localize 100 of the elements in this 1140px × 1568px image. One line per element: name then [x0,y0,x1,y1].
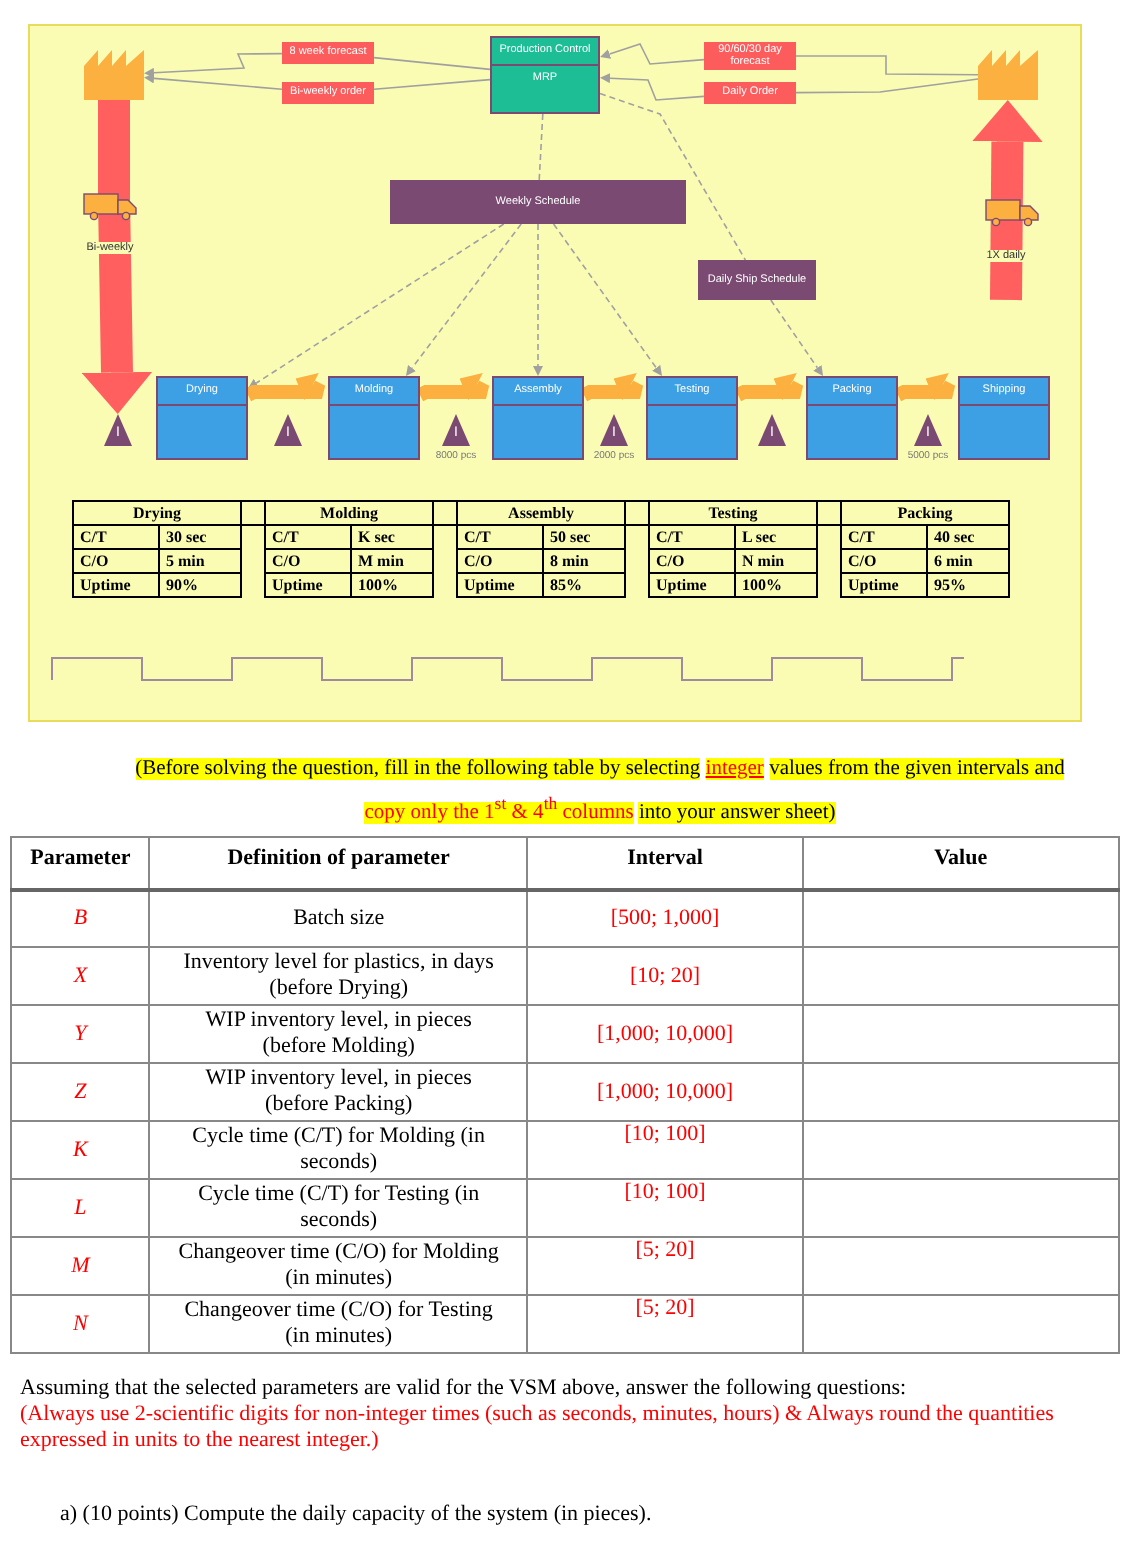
block-arrow [580,373,647,402]
column-header: Definition of parameter [149,837,528,889]
column-header: Drying [73,501,241,525]
control-box [490,36,600,114]
info-box [282,82,374,104]
column-header: Assembly [457,501,625,525]
inventory-triangle [442,414,470,446]
interval-value: [5; 20] [527,1295,803,1353]
table-cell: C/T [73,525,159,549]
column-header: Testing [649,501,817,525]
table-cell: C/T [265,525,351,549]
interval-value: [1,000; 10,000] [527,1063,803,1121]
table-cell: C/O [649,549,735,573]
parameter-symbol: L [11,1179,150,1237]
info-line [144,52,283,78]
table-cell: C/T [841,525,927,549]
dashed-arrow [405,223,522,376]
table-cell: 100% [351,573,433,597]
info-line [600,43,705,65]
table-cell: 5 min [159,549,241,573]
table-cell: 85% [543,573,625,597]
parameter-symbol: Y [11,1005,150,1063]
table-cell: 95% [927,573,1009,597]
process-box [492,376,584,460]
question-text: a) (10 points) Compute the daily capacity of the system (in pieces). [60,1502,654,1528]
column-header: Molding [265,501,433,525]
parameter-definition: WIP inventory level, in pieces (before Packing) [149,1063,528,1121]
parameter-symbol: N [11,1295,150,1353]
process-box [646,376,738,460]
dashed-arrow [552,223,662,376]
table-cell: N min [735,549,817,573]
parameter-definition: WIP inventory level, in pieces (before Molding) [149,1005,528,1063]
parameter-symbol: K [11,1121,150,1179]
table-cell: K sec [351,525,433,549]
interval-value: [10; 20] [527,947,803,1005]
parameter-definition: Cycle time (C/T) for Testing (in seconds) [149,1179,528,1237]
interval-value: [10; 100] [527,1121,803,1179]
table-cell: Uptime [265,573,351,597]
parameter-symbol: Z [11,1063,150,1121]
block-arrow [972,100,1043,301]
table-cell: 6 min [927,549,1009,573]
info-line [373,78,491,90]
instruction-text: into your answer sheet) [638,801,836,823]
info-line [144,73,283,90]
interval-value: [10; 100] [527,1179,803,1237]
info-box [704,42,796,70]
table-cell: 50 sec [543,525,625,549]
table-cell: C/O [73,549,159,573]
inventory-triangle [914,414,942,446]
factory-icon [84,50,144,100]
info-box [704,82,796,104]
schedule-box [698,260,816,300]
highlighted-phrase: integer [705,758,764,780]
table-cell: 8 min [543,549,625,573]
column-header: Interval [527,837,803,889]
parameter-definition: Changeover time (C/O) for Testing (in minutes) [149,1295,528,1353]
table-cell: C/T [649,525,735,549]
table-cell: Uptime [457,573,543,597]
table-cell: 30 sec [159,525,241,549]
parameter-symbol: X [11,947,150,1005]
rounding-note: (Always use 2-scientific digits for non-integer times (such as seconds, minutes, hours) & Always round the quantities expressed in units to the nearest integer.) [20,1402,1056,1454]
process-box [328,376,420,460]
info-line [795,78,979,94]
interval-value: [500; 1,000] [527,889,803,947]
factory-icon [978,50,1038,100]
process-box [806,376,898,460]
parameter-definition: Changeover time (C/O) for Molding (in minutes) [149,1237,528,1295]
parameter-symbol: B [11,889,150,947]
question-intro: Assuming that the selected parameters are valid for the VSM above, answer the following questions: [20,1376,909,1402]
column-header: Packing [841,501,1009,525]
dashed-arrow [770,299,824,377]
info-line [795,55,979,76]
parameter-definition: Inventory level for plastics, in days (before Drying) [149,947,528,1005]
parameter-definition: Batch size [149,889,528,947]
block-arrow [894,373,959,402]
table-cell: C/O [265,549,351,573]
table-cell: C/T [457,525,543,549]
table-cell: Uptime [841,573,927,597]
column-header: Value [802,837,1119,889]
process-box [156,376,248,460]
interval-value: [5; 20] [527,1237,803,1295]
table-cell: 90% [159,573,241,597]
table-cell: 100% [735,573,817,597]
interval-value: [1,000; 10,000] [527,1005,803,1063]
table-cell: Uptime [649,573,735,597]
table-cell: 40 sec [927,525,1009,549]
schedule-box [390,180,686,224]
table-cell: Uptime [73,573,159,597]
table-cell: C/O [841,549,927,573]
dashed-arrow [248,223,505,389]
instruction-text: (Before solving the question, fill in the following table by selecting [135,758,701,780]
block-arrow [734,373,807,402]
table-cell: M min [351,549,433,573]
inventory-triangle [274,414,302,446]
table-cell: C/O [457,549,543,573]
parameter-symbol: M [11,1237,150,1295]
inventory-triangle [104,414,132,446]
column-header: Parameter [11,837,150,889]
inventory-triangle [600,414,628,446]
inventory-triangle [758,414,786,446]
